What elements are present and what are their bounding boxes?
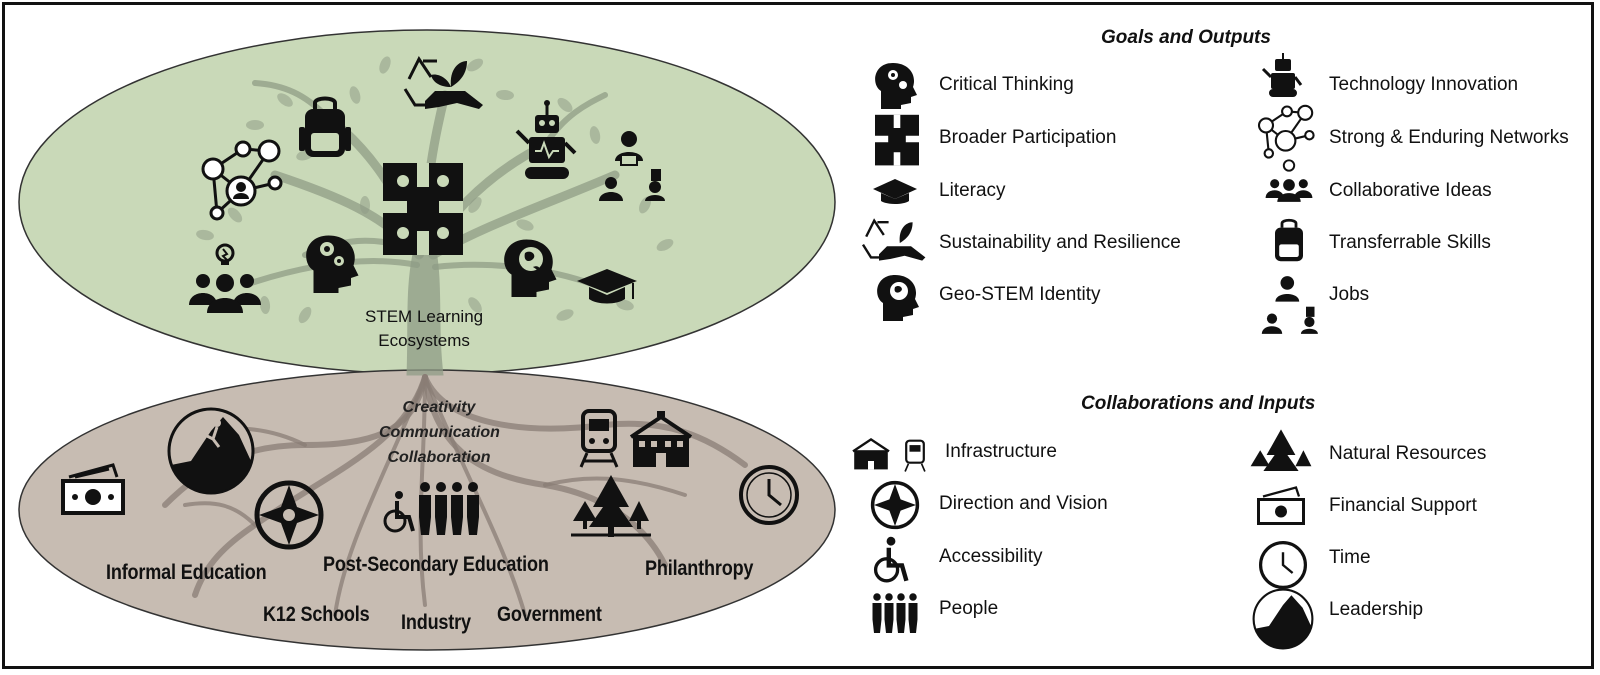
goals-heading: Goals and Outputs — [1101, 27, 1271, 48]
legend-item-financial-support: Financial Support — [1329, 495, 1477, 516]
climber-icon — [1252, 588, 1314, 650]
network-people-icon — [201, 139, 283, 221]
sector-government: Government — [497, 603, 602, 626]
legend-item-transferrable-skills: Transferrable Skills — [1329, 232, 1491, 253]
ecosystem-diagram — [18, 29, 1318, 651]
head-gears-icon — [875, 63, 917, 109]
legend-item-jobs: Jobs — [1329, 284, 1370, 305]
robot-icon — [1261, 53, 1303, 97]
skill-label: Creativity — [402, 399, 476, 416]
people-group-icon — [419, 482, 479, 535]
wheelchair-icon — [383, 491, 415, 533]
roots-skills: Creativity Communication Collaboration — [379, 395, 500, 470]
head-gears-icon — [306, 235, 359, 293]
head-globe-icon — [504, 239, 557, 297]
legend-item-infrastructure: Infrastructure — [945, 441, 1057, 462]
trees-icon — [1250, 429, 1312, 471]
sector-post-secondary-education: Post-Secondary Education — [323, 553, 549, 576]
skill-label: Communication — [379, 424, 500, 441]
graduation-cap-icon — [873, 179, 917, 204]
stem-ecosystems-label: STEM Learning Ecosystems — [365, 307, 484, 350]
backpack-icon — [299, 96, 351, 157]
legend-item-time: Time — [1329, 547, 1371, 568]
school-building-icon — [629, 411, 693, 467]
skill-label: Collaboration — [387, 449, 491, 466]
legend-item-accessibility: Accessibility — [939, 546, 1043, 567]
climber-icon — [167, 407, 255, 495]
train-icon — [579, 409, 619, 468]
people-group-icon — [872, 593, 918, 633]
hands-circle-icon — [383, 163, 463, 255]
people-lightbulb-icon — [189, 243, 261, 313]
sector-k12-schools: K12 Schools — [263, 603, 370, 626]
sector-industry: Industry — [401, 611, 471, 634]
legend-item-direction-vision: Direction and Vision — [939, 493, 1108, 514]
sector-philanthropy: Philanthropy — [645, 557, 754, 580]
legend-item-leadership: Leadership — [1329, 599, 1424, 620]
legend-item-people: People — [939, 598, 999, 619]
head-globe-icon — [877, 275, 919, 321]
money-icon — [1257, 486, 1305, 525]
trees-icon — [571, 475, 651, 537]
clock-icon — [739, 465, 799, 525]
people-lightbulb-icon — [1265, 159, 1313, 202]
legend-item-literacy: Literacy — [939, 180, 1006, 201]
sector-informal-education: Informal Education — [106, 561, 267, 584]
recycle-hand-plant-icon — [403, 56, 483, 109]
hands-circle-icon — [875, 114, 919, 166]
graduation-cap-icon — [577, 269, 637, 304]
backpack-icon — [1275, 218, 1303, 262]
legend-item-natural-resources: Natural Resources — [1329, 443, 1487, 464]
legend-item-sustainability: Sustainability and Resilience — [939, 232, 1181, 253]
legend-item-critical-thinking: Critical Thinking — [939, 74, 1074, 95]
train-icon — [904, 439, 926, 472]
workers-icon — [1261, 276, 1318, 334]
compass-icon — [254, 480, 324, 550]
school-building-icon — [852, 437, 890, 470]
legend-item-collaborative-ideas: Collaborative Ideas — [1329, 180, 1492, 201]
legend-item-networks: Strong & Enduring Networks — [1329, 127, 1569, 148]
network-people-icon — [1257, 104, 1315, 159]
legend-item-technology-innovation: Technology Innovation — [1329, 74, 1519, 95]
clock-icon — [1258, 540, 1308, 590]
robot-icon — [515, 100, 577, 179]
legend-item-broader-participation: Broader Participation — [939, 127, 1117, 148]
workers-icon — [599, 131, 665, 201]
wheelchair-icon — [873, 536, 909, 583]
money-icon — [61, 463, 125, 515]
recycle-hand-plant-icon — [861, 218, 926, 261]
legend-item-geo-stem-identity: Geo-STEM Identity — [939, 284, 1101, 305]
inputs-heading: Collaborations and Inputs — [1081, 393, 1316, 414]
compass-icon — [870, 480, 920, 530]
